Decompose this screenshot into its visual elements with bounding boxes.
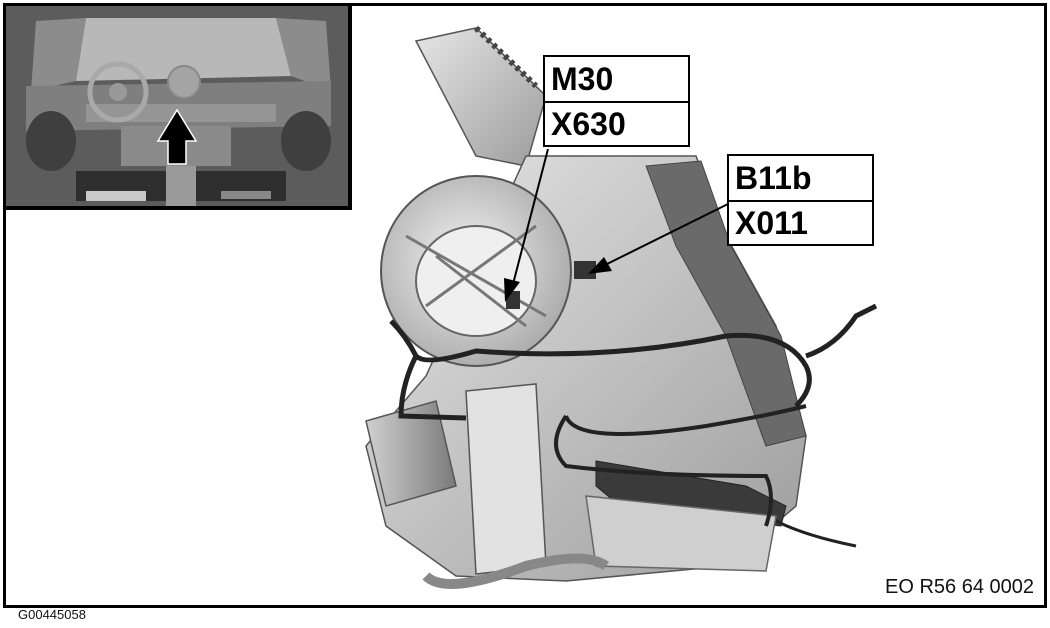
callout-leader-m30 (511, 148, 549, 289)
component-label: B11b (735, 160, 812, 196)
arrow-up-icon (156, 108, 198, 165)
reference-code: EO R56 64 0002 (885, 576, 1034, 598)
interior-illustration (6, 6, 348, 206)
arrowhead-icon (504, 278, 520, 302)
figure-frame: M30 X630 B11b X011 EO R56 64 0002 (3, 3, 1047, 608)
connector-label: X011 (729, 200, 872, 244)
arrowhead-icon (588, 257, 612, 274)
image-id: G00445058 (18, 607, 86, 622)
callout-leader-b11b (602, 202, 731, 267)
callout-label-b11b: B11b X011 (727, 154, 874, 246)
main-illustration (365, 25, 878, 589)
callout-label-m30: M30 X630 (543, 55, 690, 147)
connector-label: X630 (545, 101, 688, 145)
inset-interior-view (6, 6, 352, 210)
component-label: M30 (551, 61, 614, 97)
